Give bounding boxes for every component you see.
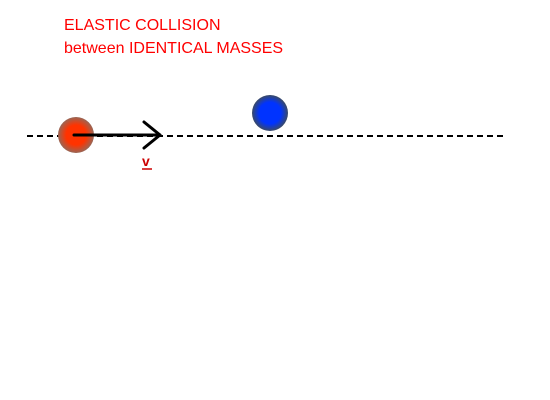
title-line-2: between IDENTICAL MASSES xyxy=(64,40,283,57)
arrow-right-icon xyxy=(142,120,162,150)
title-line-1: ELASTIC COLLISION xyxy=(64,17,221,34)
ball-right xyxy=(252,95,288,131)
velocity-label: v xyxy=(142,153,150,169)
velocity-vector xyxy=(72,120,162,150)
